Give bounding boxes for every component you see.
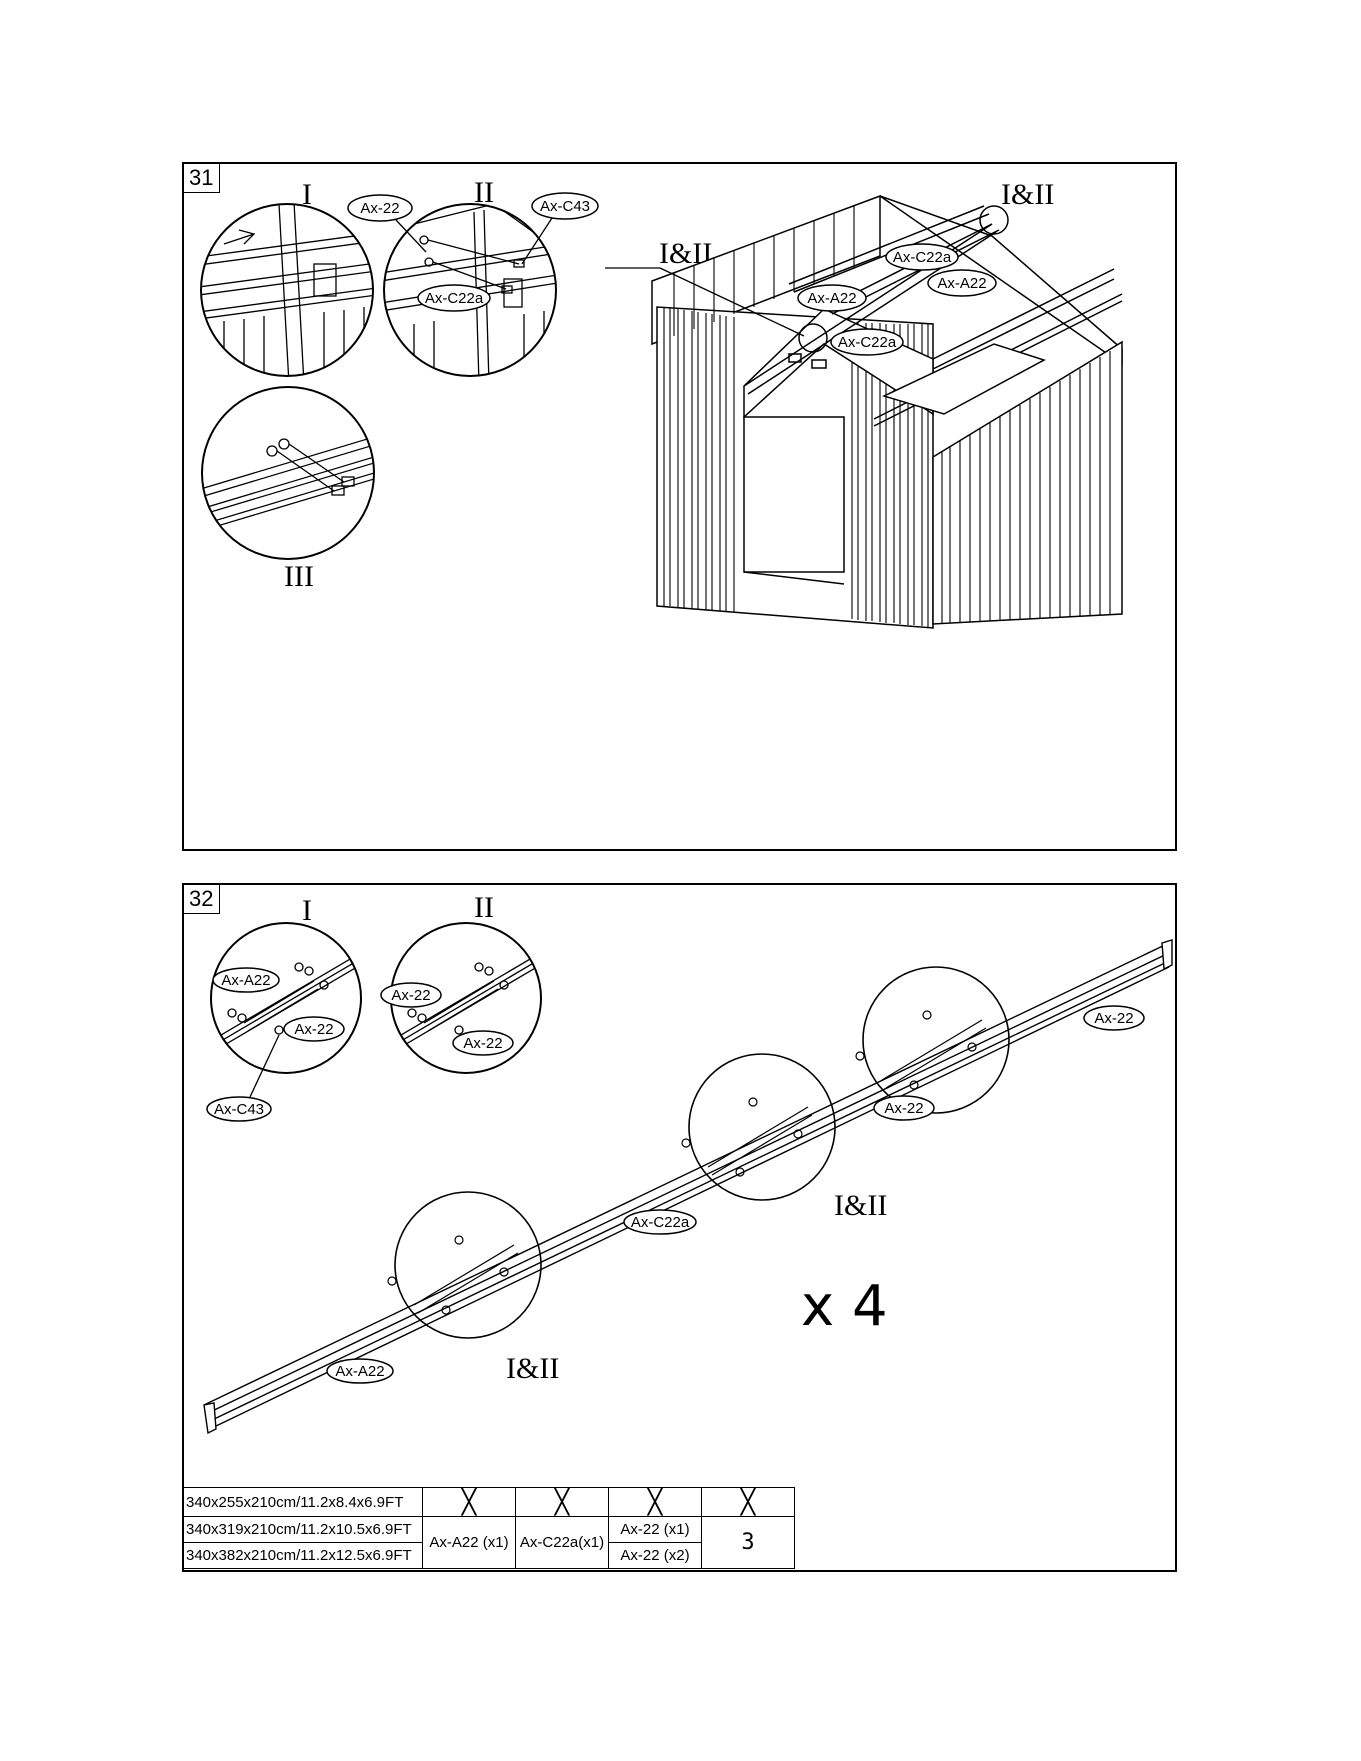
svg-text:Ax-C22a: Ax-C22a — [631, 1214, 690, 1231]
part-tag-ii-ax-22-bottom: Ax-22 — [453, 1031, 513, 1055]
part-tag-ax-a22-left: Ax-A22 — [798, 285, 866, 311]
part-tag-ax-c43: Ax-C43 — [522, 193, 598, 264]
part-tag-i-ax-c43: Ax-C43 — [207, 1035, 279, 1121]
part-tag-beam-ax-22-mid: Ax-22 — [874, 1096, 934, 1120]
detail-circle-iii — [184, 387, 384, 559]
empty-mark-cell: ╳ — [609, 1488, 702, 1517]
part-tag-i-ax-22: Ax-22 — [284, 1017, 344, 1041]
part-qty-cell: Ax-A22 (x1) — [423, 1517, 516, 1569]
part-tag-beam-ax-c22a: Ax-C22a — [624, 1210, 696, 1234]
part-tag-ax-c22a-detail: Ax-C22a — [418, 285, 490, 311]
callout-label-right: I&II — [1001, 178, 1054, 211]
part-tag-ax-c22a-top: Ax-C22a — [886, 244, 958, 270]
svg-text:Ax-22: Ax-22 — [360, 200, 399, 217]
svg-text:Ax-22: Ax-22 — [294, 1021, 333, 1038]
step-31-illustration: I II III I&II I&II — [184, 164, 1179, 853]
part-qty-cell: Ax-22 (x1) — [609, 1517, 702, 1543]
svg-text:Ax-22: Ax-22 — [884, 1100, 923, 1117]
svg-text:Ax-A22: Ax-A22 — [807, 290, 856, 307]
svg-text:Ax-A22: Ax-A22 — [221, 972, 270, 989]
part-tag-ax-c22a-mid: Ax-C22a — [831, 329, 903, 355]
detail-circle-i — [204, 923, 374, 1073]
table-row: 340x255x210cm/11.2x8.4x6.9FT ╳ ╳ ╳ ╳ — [184, 1488, 795, 1517]
size-cell: 340x382x210cm/11.2x12.5x6.9FT — [184, 1543, 423, 1569]
empty-mark-cell: ╳ — [702, 1488, 795, 1517]
step-31-panel: 31 I II III I&II I&II — [182, 162, 1177, 851]
svg-text:Ax-C22a: Ax-C22a — [425, 290, 484, 307]
part-tag-beam-ax-22-right: Ax-22 — [1084, 1006, 1144, 1030]
size-quantity-table: 340x255x210cm/11.2x8.4x6.9FT ╳ ╳ ╳ ╳ 340… — [183, 1487, 795, 1569]
detail-label-i: I — [302, 894, 312, 927]
empty-mark-cell: ╳ — [516, 1488, 609, 1517]
part-tag-ax-a22-right: Ax-A22 — [928, 270, 996, 296]
svg-text:Ax-C22a: Ax-C22a — [893, 249, 952, 266]
svg-text:Ax-22: Ax-22 — [1094, 1010, 1133, 1027]
multiplier: x 4 — [801, 1274, 888, 1339]
part-tag-ii-ax-22-top: Ax-22 — [381, 983, 441, 1007]
part-tag-beam-ax-a22: Ax-A22 — [327, 1359, 393, 1383]
svg-text:Ax-22: Ax-22 — [463, 1035, 502, 1052]
svg-text:Ax-C43: Ax-C43 — [214, 1101, 264, 1118]
detail-label-iii: III — [284, 560, 314, 593]
size-cell: 340x319x210cm/11.2x10.5x6.9FT — [184, 1517, 423, 1543]
svg-text:Ax-C22a: Ax-C22a — [838, 334, 897, 351]
svg-text:Ax-A22: Ax-A22 — [937, 275, 986, 292]
detail-label-ii: II — [474, 891, 494, 924]
detail-circle-i — [184, 202, 384, 384]
beam-callout-circle-2 — [682, 1054, 835, 1200]
callout-label-lower: I&II — [506, 1352, 559, 1385]
empty-mark-cell: ╳ — [423, 1488, 516, 1517]
step-32-panel: 32 I II I&II I&II x 4 — [182, 883, 1177, 1572]
part-tag-i-ax-a22: Ax-A22 — [213, 968, 279, 992]
part-qty-cell: Ax-C22a(x1) — [516, 1517, 609, 1569]
part-qty-cell: Ax-22 (x2) — [609, 1543, 702, 1569]
size-cell: 340x255x210cm/11.2x8.4x6.9FT — [184, 1488, 423, 1517]
table-row: 340x319x210cm/11.2x10.5x6.9FT Ax-A22 (x1… — [184, 1517, 795, 1543]
svg-text:Ax-22: Ax-22 — [391, 987, 430, 1004]
count-cell: 3 — [702, 1517, 795, 1569]
step-32-illustration: I II I&II I&II x 4 — [184, 885, 1179, 1485]
svg-text:Ax-C43: Ax-C43 — [540, 198, 590, 215]
callout-label-upper: I&II — [834, 1189, 887, 1222]
svg-text:Ax-A22: Ax-A22 — [335, 1363, 384, 1380]
